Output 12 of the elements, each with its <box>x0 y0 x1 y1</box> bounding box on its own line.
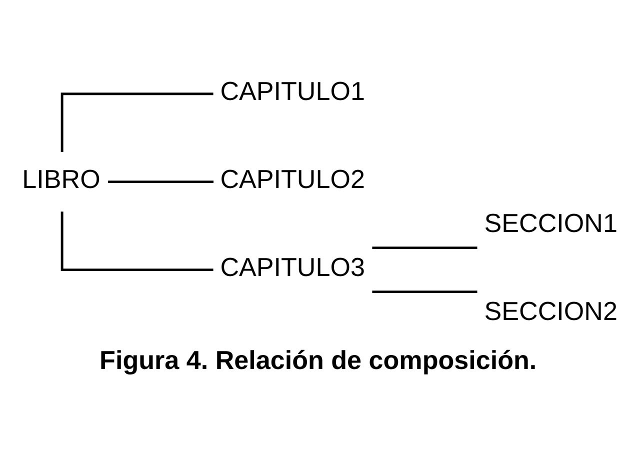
node-text: CAPITULO2 <box>220 164 365 194</box>
connector <box>60 92 214 152</box>
connector <box>372 246 478 250</box>
connector <box>60 212 214 272</box>
node-text: SECCION1 <box>484 208 618 238</box>
connector <box>372 290 478 294</box>
node-text: SECCION2 <box>484 296 618 326</box>
connector <box>108 180 214 184</box>
node-text: LIBRO <box>22 164 100 194</box>
caption: Figura 4. Relación de composición. <box>100 344 537 375</box>
node-text: CAPITULO1 <box>220 76 365 106</box>
node-text: CAPITULO3 <box>220 252 365 282</box>
